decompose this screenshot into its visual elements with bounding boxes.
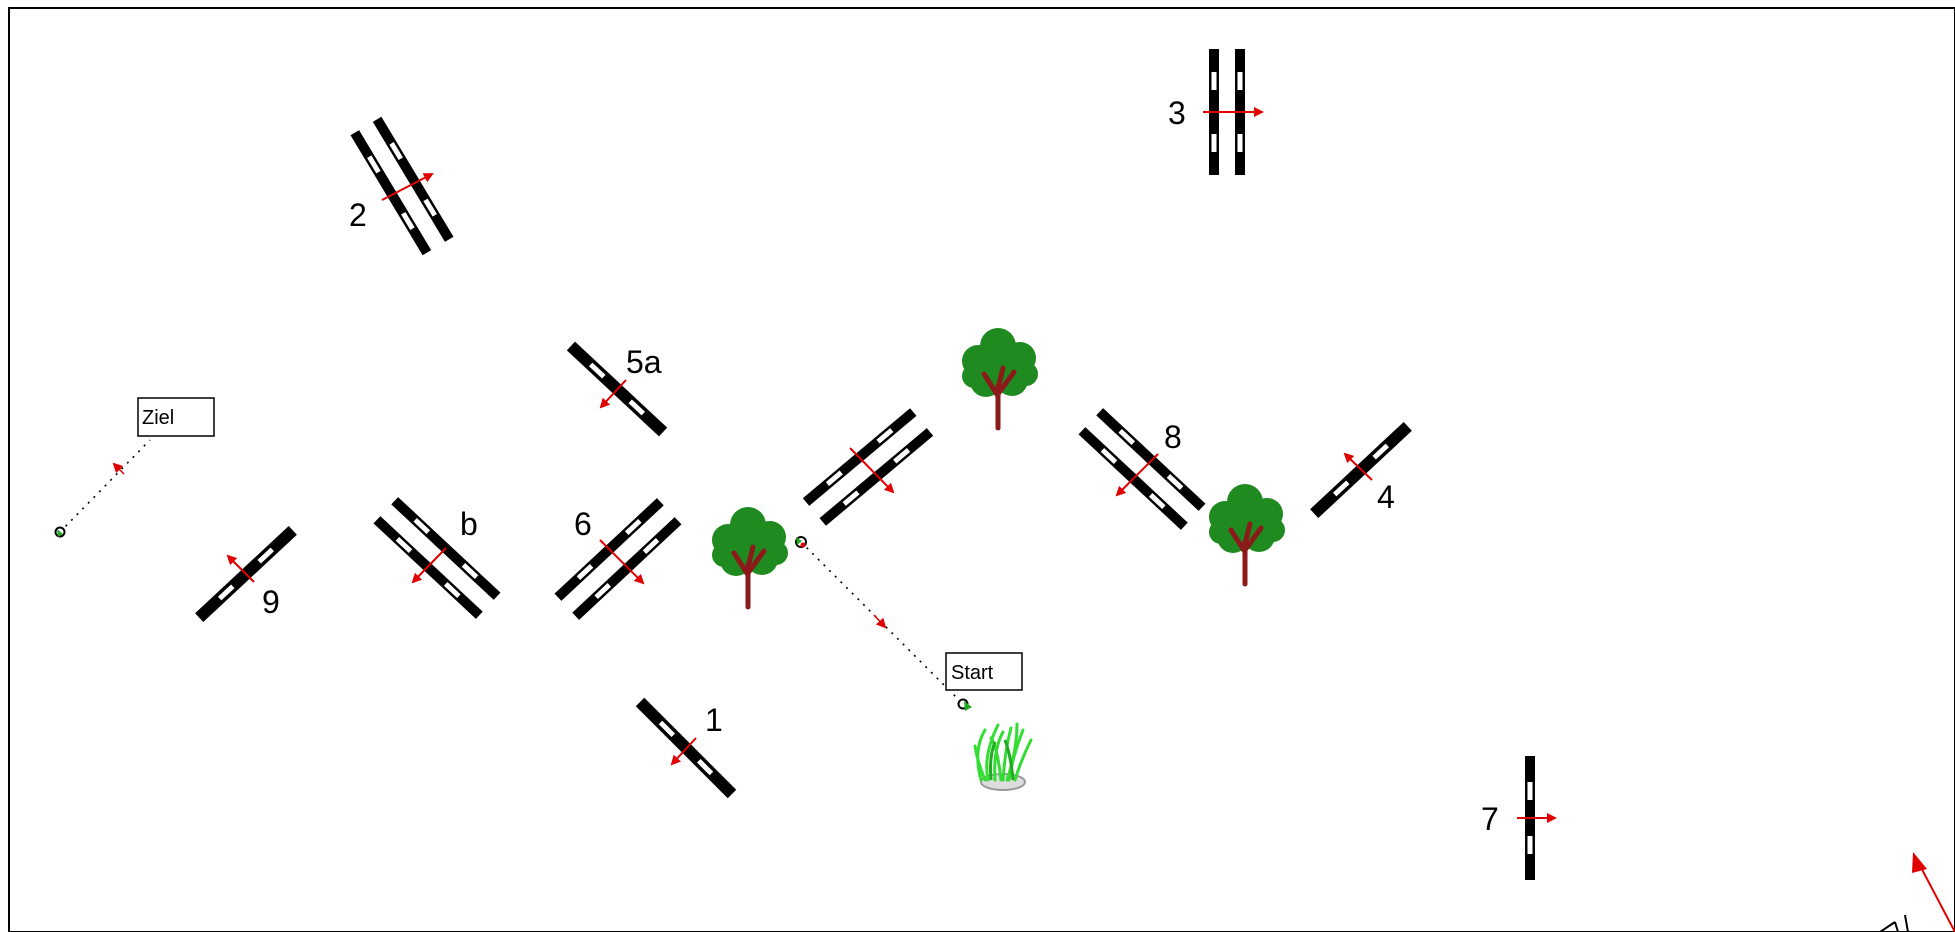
direction-arrow (1115, 453, 1159, 497)
direction-arrow (873, 614, 887, 629)
direction-arrow (411, 547, 447, 584)
obstacle-8-number: 8 (1164, 419, 1182, 455)
tree-icon (962, 328, 1038, 431)
direction-arrow (112, 462, 125, 475)
finish-label: Ziel (142, 407, 174, 429)
direction-arrow (381, 173, 434, 201)
direction-arrow (670, 737, 697, 766)
obstacle-7-number: 7 (1481, 801, 1499, 837)
direction-arrow (599, 379, 627, 409)
obstacle-1-number: 1 (705, 702, 723, 738)
obstacle-2-number: 2 (349, 197, 367, 233)
start-label: Start (951, 662, 994, 684)
obstacle-4-number: 4 (1377, 479, 1395, 515)
obstacle-6-number: 6 (574, 506, 592, 542)
obstacle-2[interactable] (350, 116, 454, 256)
north-arrow-icon (1879, 852, 1955, 932)
obstacle-5b-label: b (460, 506, 478, 542)
obstacle-5a-number: 5a (626, 344, 662, 380)
obstacle-3-number: 3 (1168, 95, 1186, 131)
direction-arrow (226, 554, 255, 583)
arena-border (8, 7, 1955, 932)
start-label-box (945, 652, 1023, 691)
direction-arrow (599, 539, 645, 585)
direction-arrow (1343, 452, 1373, 481)
obstacle-9-number: 9 (262, 584, 280, 620)
finish-label-box (137, 397, 215, 437)
plant-pot-icon (973, 722, 1033, 791)
direction-arrow (849, 447, 895, 494)
tree-icon (1209, 484, 1285, 587)
tree-icon (712, 507, 788, 610)
finish-line (59, 439, 151, 533)
